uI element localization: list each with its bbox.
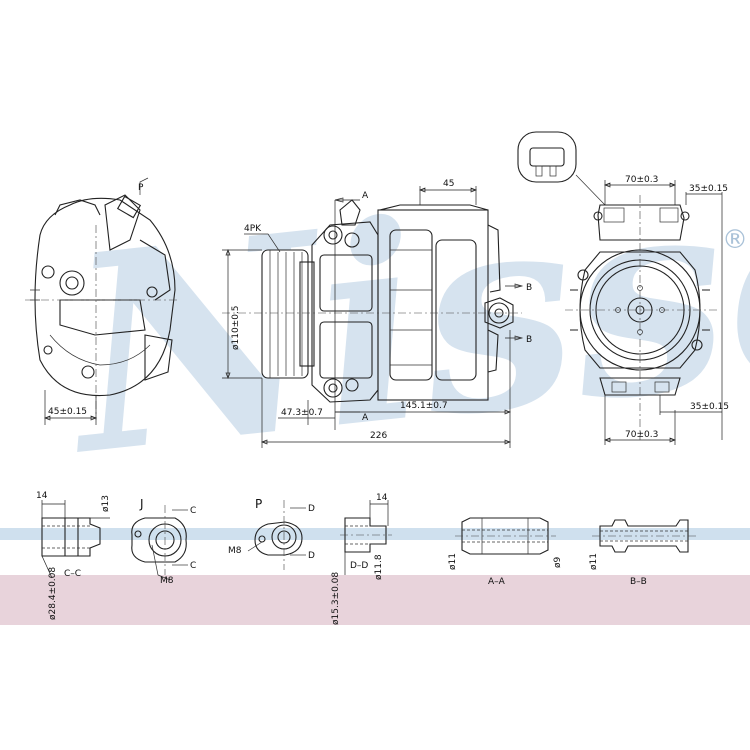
j-cut-top: C <box>190 506 196 516</box>
front-view: ø110±0.5 4PK 45 A A B B 47.3±0.7 145.1±0… <box>222 179 532 448</box>
detail-dd: 14 ø15.3±0.08 ø11.8 D–D <box>331 493 392 625</box>
dd-dia-bottom: ø15.3±0.08 <box>331 572 341 625</box>
dd-caption: D–D <box>350 561 368 571</box>
section-b-top: B <box>526 283 532 293</box>
detail-aa: ø11 ø9 A–A <box>448 517 563 587</box>
cc-dia-top: ø13 <box>101 495 111 512</box>
detail-p: P D D M8 <box>228 497 315 570</box>
detail-cc: 14 ø13 ø28.4±0.08 C–C <box>36 491 111 620</box>
detail-j: J C C M8 <box>131 497 196 586</box>
side-width-dim: 45±0.15 <box>48 407 87 417</box>
p-cut-bottom: D <box>308 551 315 561</box>
p-thread: M8 <box>228 546 242 556</box>
bb-dia-left: ø11 <box>589 553 599 570</box>
j-thread: M8 <box>160 576 174 586</box>
aa-dia-left: ø11 <box>448 553 458 570</box>
p-cut-top: D <box>308 504 315 514</box>
belt-label: 4PK <box>244 224 262 234</box>
rear-view: 70±0.3 35±0.15 35±0.15 70±0.3 <box>517 131 729 445</box>
cc-length: 14 <box>36 491 48 501</box>
p-title: P <box>255 497 262 511</box>
connector-detail <box>517 131 577 183</box>
j-cut-bottom: C <box>190 561 196 571</box>
detail-bb: ø11 B–B <box>589 519 696 587</box>
aa-caption: A–A <box>488 577 506 587</box>
side-arrow-label: P <box>138 183 144 193</box>
section-a-bottom: A <box>362 413 369 423</box>
rear-top-offset: 35±0.15 <box>689 184 728 194</box>
rear-bottom-offset: 35±0.15 <box>690 402 729 412</box>
background-stripe-blue <box>0 528 750 540</box>
aa-dia-right: ø9 <box>553 556 563 568</box>
j-title: J <box>139 497 144 511</box>
pulley-offset-dim: 47.3±0.7 <box>281 408 323 418</box>
registered-mark: ® <box>722 225 748 255</box>
section-a-top: A <box>362 191 369 201</box>
cc-dia-bottom: ø28.4±0.08 <box>48 567 58 620</box>
dd-length: 14 <box>376 493 388 503</box>
section-b-bottom: B <box>526 335 532 345</box>
rear-top-width: 70±0.3 <box>625 175 658 185</box>
pulley-dia-dim: ø110±0.5 <box>231 305 241 350</box>
mount-length-dim: 145.1±0.7 <box>400 401 448 411</box>
rear-bottom-width: 70±0.3 <box>625 430 658 440</box>
bb-caption: B–B <box>630 577 647 587</box>
overall-length-dim: 226 <box>370 431 387 441</box>
side-view: 45±0.15 P <box>25 177 180 425</box>
cc-caption: C–C <box>64 569 81 579</box>
top-dim-45: 45 <box>443 179 454 189</box>
background-stripe-pink <box>0 575 750 625</box>
dd-dia-side: ø11.8 <box>374 554 384 580</box>
